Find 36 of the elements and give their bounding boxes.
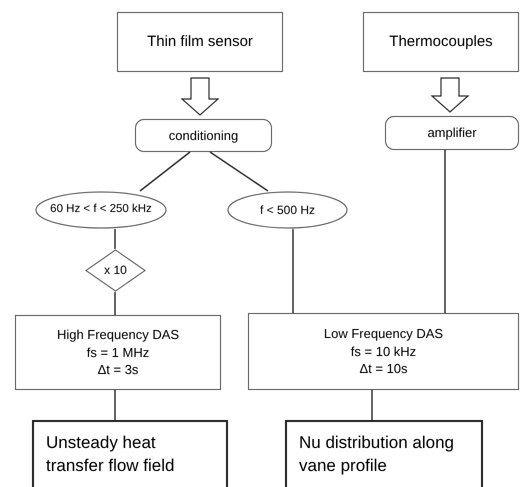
node-text: Δt = 3s: [98, 361, 138, 379]
output-box: [32, 420, 228, 487]
connector-line: [444, 150, 446, 313]
node-text: f < 500 Hz: [260, 202, 316, 218]
connector-line: [140, 151, 190, 192]
node-text: Nu distribution along vane profile: [299, 432, 455, 477]
gain-diamond: [85, 249, 146, 292]
connector-line: [210, 151, 268, 192]
process-box: [363, 12, 519, 72]
block-arrow: [180, 77, 220, 116]
node-text: conditioning: [168, 126, 238, 144]
process-box: [135, 119, 272, 152]
node-text: Low Frequency DAS: [324, 325, 444, 343]
node-text: 60 Hz < f < 250 kHz: [50, 202, 152, 218]
filter-ellipse: [35, 191, 167, 229]
node-text: Thermocouples: [389, 32, 493, 52]
connector-line: [114, 292, 116, 315]
node-text: Thin film sensor: [147, 32, 253, 52]
process-box: [15, 315, 221, 390]
filter-ellipse: [227, 191, 348, 229]
node-text: amplifier: [427, 124, 477, 142]
node-text: Δt = 10s: [359, 360, 408, 378]
process-box: [248, 313, 519, 390]
node-text: Unsteady heat transfer flow field: [46, 432, 176, 477]
connector-line: [114, 229, 116, 249]
node-text: fs = 10 kHz: [350, 342, 416, 360]
block-arrow: [430, 77, 470, 113]
node-text: High Frequency DAS: [56, 326, 180, 344]
node-text: fs = 1 MHz: [86, 344, 150, 362]
connector-line: [114, 390, 116, 420]
process-box: [385, 116, 519, 150]
connector-line: [292, 229, 294, 313]
connector-line: [371, 390, 373, 420]
process-box: [117, 12, 283, 72]
node-text: x 10: [104, 262, 127, 279]
output-box: [285, 420, 483, 487]
